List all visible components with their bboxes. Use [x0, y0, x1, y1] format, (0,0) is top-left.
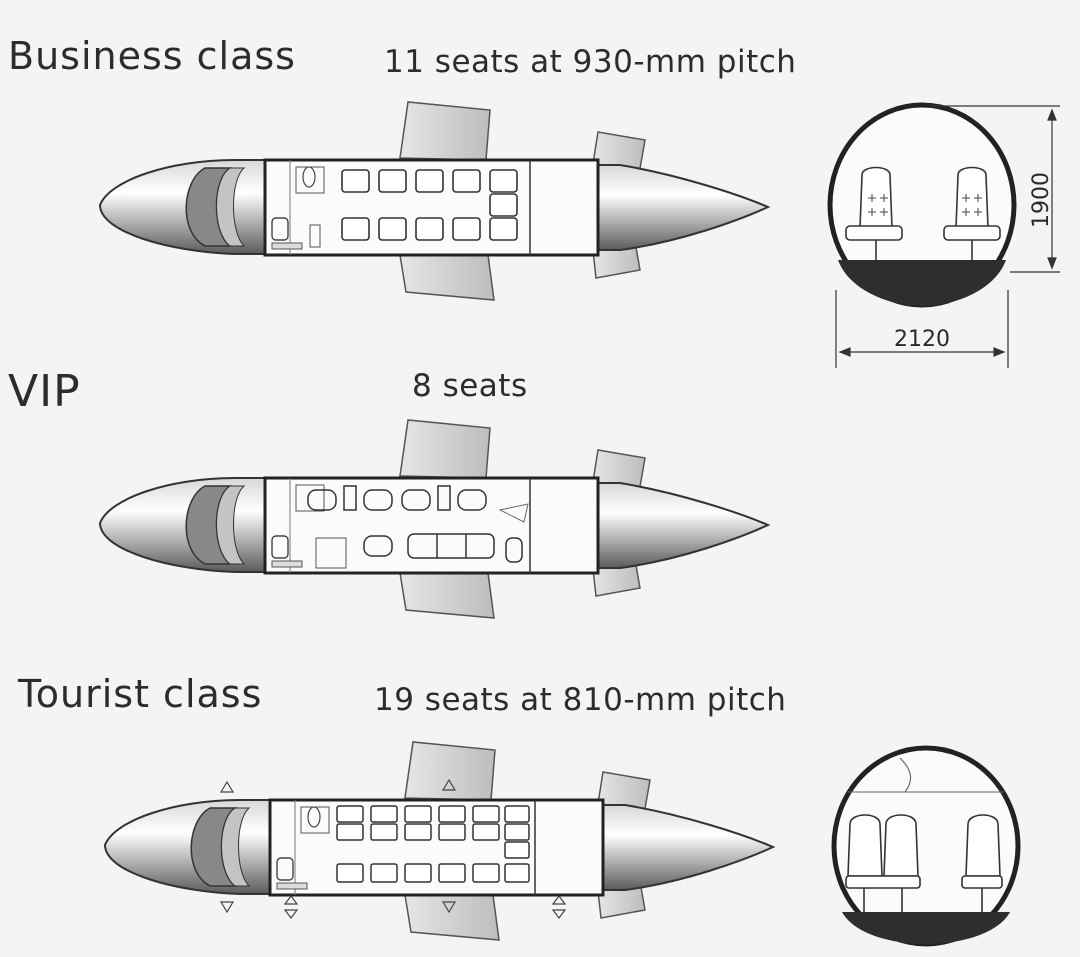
business-class-title: Business class	[8, 34, 296, 78]
business-class-subtitle: 11 seats at 930-mm pitch	[384, 44, 797, 80]
height-dimension-label: 1900	[1029, 172, 1054, 228]
business-class-plan	[98, 100, 770, 302]
width-dimension-label: 2120	[894, 327, 950, 352]
tourist-class-subtitle: 19 seats at 810-mm pitch	[374, 682, 787, 718]
tourist-class-title: Tourist class	[18, 672, 263, 716]
vip-title: VIP	[8, 366, 81, 417]
business-cross-section: 1900 2120	[827, 102, 1060, 368]
tourist-class-plan	[103, 740, 775, 942]
vip-plan	[98, 418, 770, 620]
tourist-cross-section	[831, 745, 1021, 947]
vip-subtitle: 8 seats	[412, 368, 528, 404]
